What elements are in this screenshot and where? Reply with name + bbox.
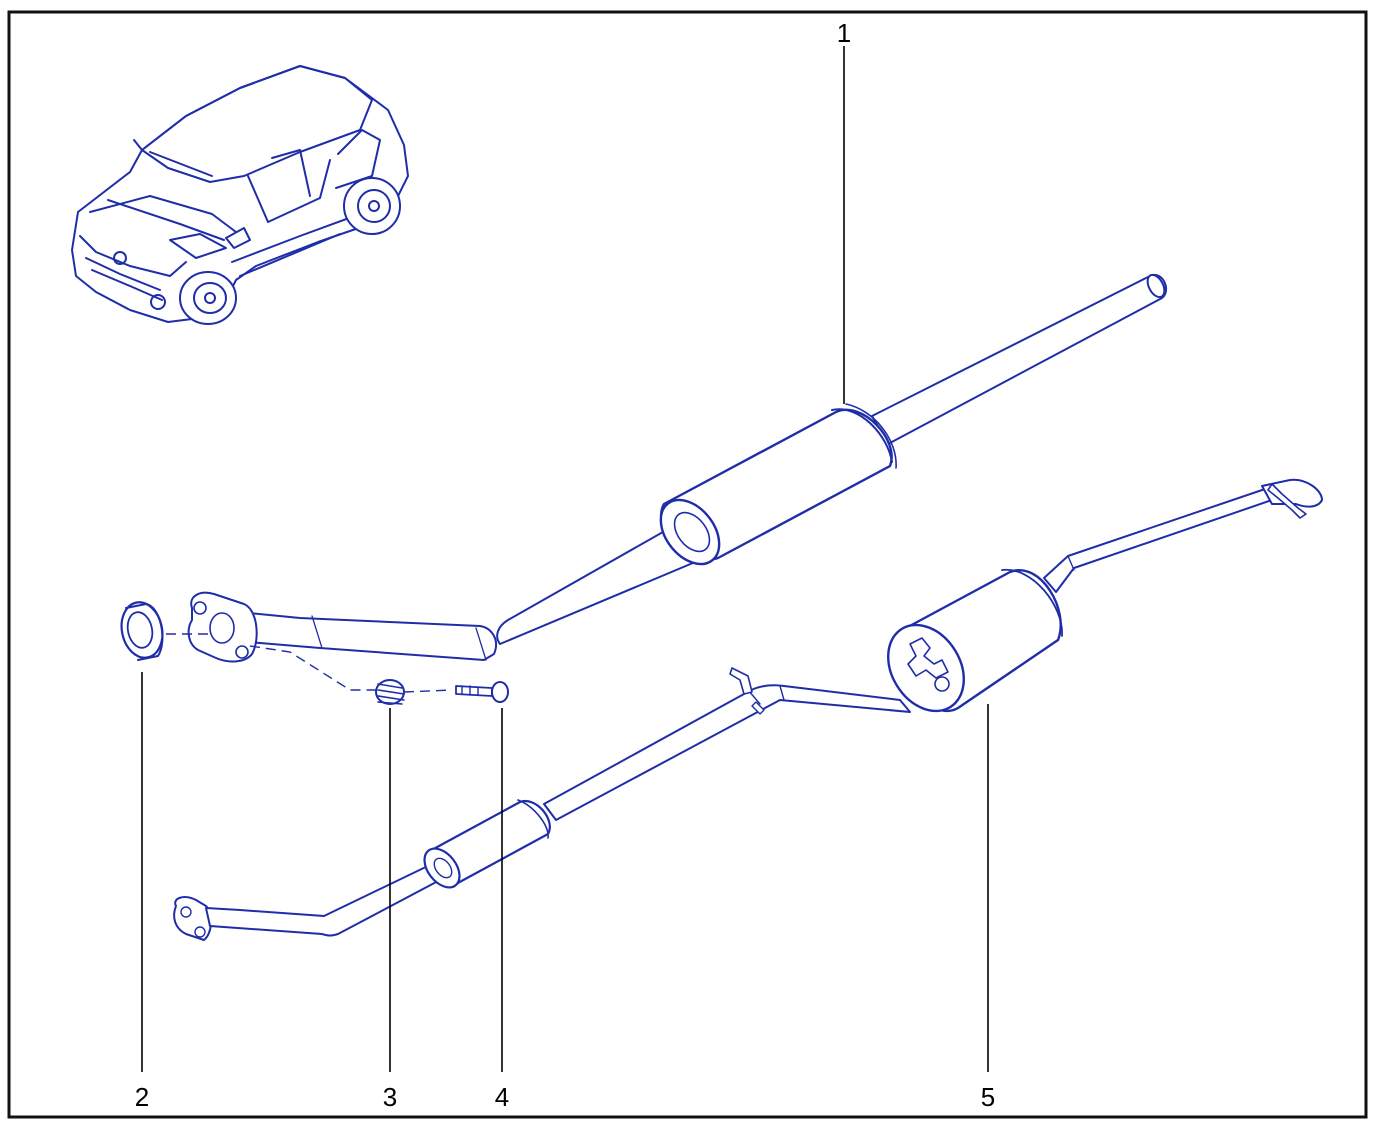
- callout-5: 5: [981, 1082, 995, 1112]
- spring: [375, 679, 405, 705]
- callout-1: 1: [837, 18, 851, 48]
- rear-exhaust-assembly: [173, 478, 1323, 941]
- car-illustration: [71, 65, 409, 325]
- sealing-ring: [120, 601, 164, 661]
- callout-leaders: [141, 46, 989, 1072]
- callout-4: 4: [495, 1082, 509, 1112]
- assembly-lines: [166, 633, 453, 693]
- front-pipe-assembly: [187, 273, 1168, 663]
- bolt: [455, 681, 509, 703]
- callout-3: 3: [383, 1082, 397, 1112]
- callout-2: 2: [135, 1082, 149, 1112]
